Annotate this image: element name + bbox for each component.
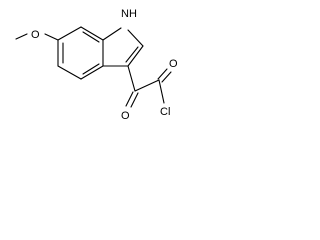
- bond-c2-c3: [127, 45, 144, 67]
- bond-c-alpha-o-ketone-2: [130, 92, 139, 108]
- bond-c-alpha-c-beta: [134, 79, 160, 92]
- bond-c-beta-cl: [158, 79, 165, 104]
- bond-c7-c7a: [80, 26, 104, 41]
- molecule-canvas: O N H O O Cl: [0, 0, 215, 140]
- atom-ketone-oxygen: O: [121, 110, 130, 122]
- atom-nitrogen-hydrogen: H: [129, 8, 137, 20]
- bond-c3a-c4: [80, 65, 104, 80]
- indole-glyoxylyl-chloride-structure: O N H O O Cl: [15, 8, 178, 122]
- bond-o-c6: [44, 33, 59, 41]
- bond-c-beta-o-acyl-1: [157, 68, 168, 80]
- atom-methoxy-oxygen: O: [31, 29, 40, 41]
- bond-c7-c7a-inner: [82, 31, 100, 43]
- bond-c4-c5: [57, 65, 82, 80]
- bond-c-alpha-o-ketone-1: [125, 91, 134, 107]
- bond-c6-c7: [57, 26, 82, 41]
- bond-methyl-o: [15, 33, 28, 40]
- atom-acyl-oxygen: O: [169, 58, 178, 70]
- atom-chlorine: Cl: [160, 106, 170, 118]
- bond-n-c2: [127, 29, 144, 47]
- bond-c-beta-o-acyl-2: [161, 71, 172, 83]
- bond-c3-c-alpha: [127, 65, 136, 92]
- bond-c2-c3-inner: [125, 46, 139, 63]
- atom-nitrogen: N: [121, 8, 129, 20]
- bond-c3a-c4-inner: [82, 63, 100, 75]
- bond-c7a-n: [102, 27, 122, 41]
